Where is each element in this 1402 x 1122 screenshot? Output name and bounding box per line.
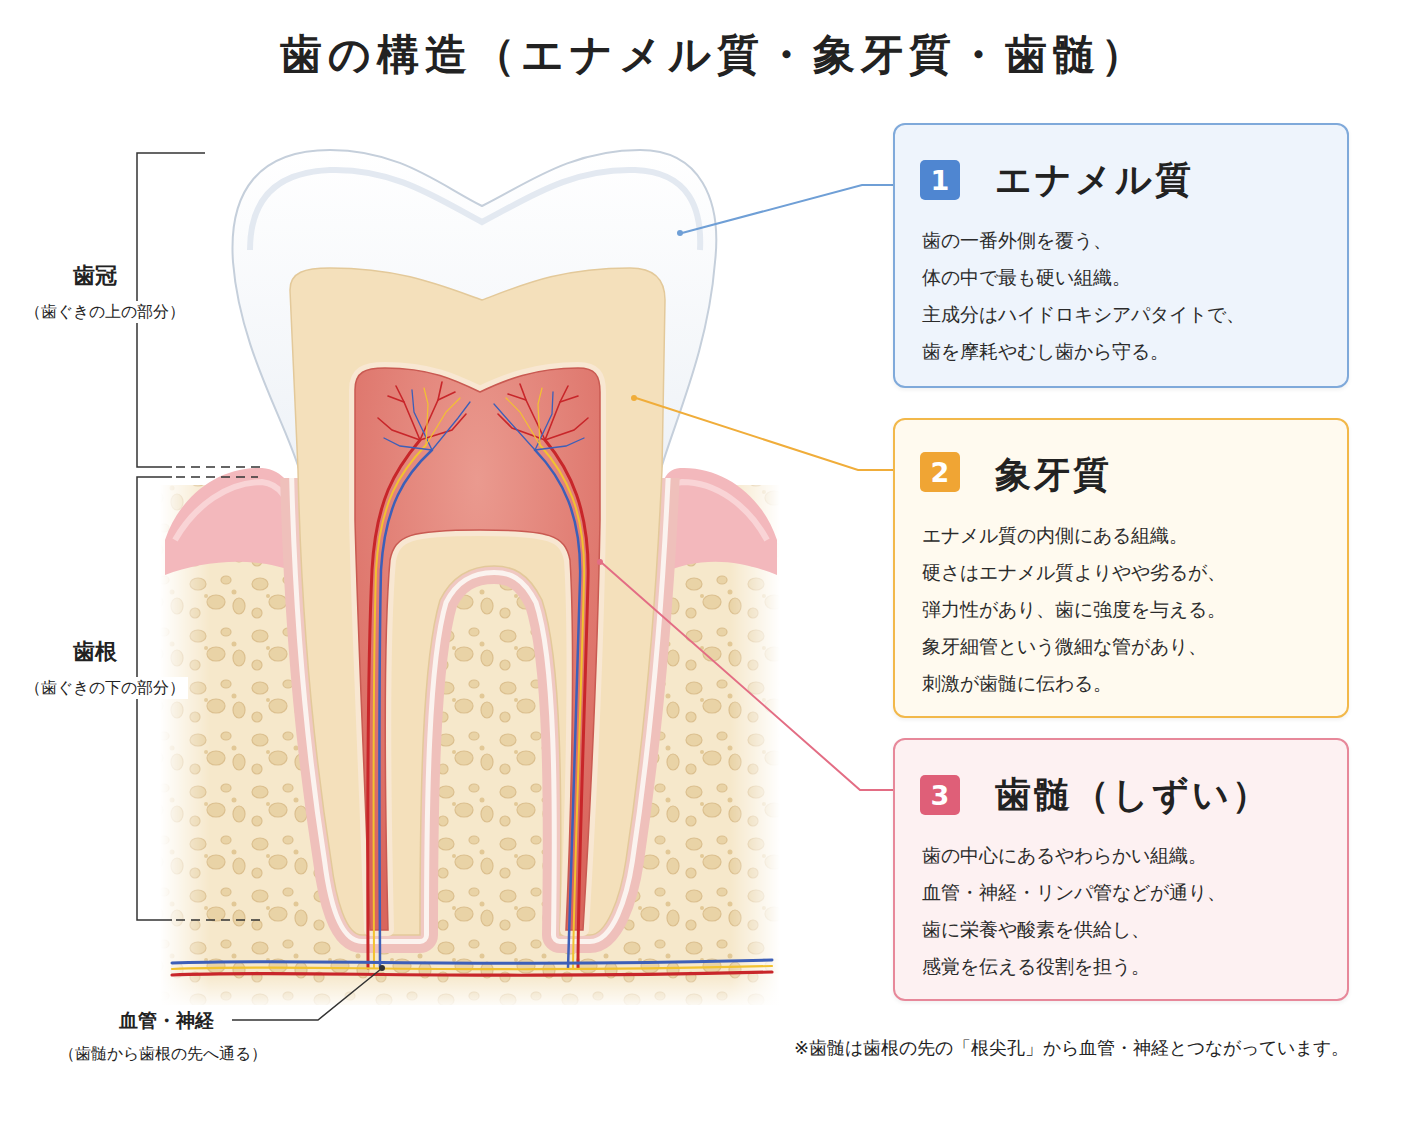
region-label: 歯冠 [70, 261, 120, 291]
periodontal-ligament [290, 478, 665, 935]
region-label: 血管・神経 [116, 1007, 217, 1033]
pulp [355, 368, 600, 930]
callout-box: 歯髄（しずい） 歯の中心にあるやわらかい組織。 血管・神経・リンパ管などが通り、 … [893, 738, 1349, 1001]
part-description: エナメル質の内側にある組織。 硬さはエナメル質よりやや劣るが、 弾力性があり、歯… [922, 517, 1258, 702]
region-note: （歯ぐきの下の部分） [22, 677, 188, 699]
leader-line [232, 185, 893, 1020]
enamel-shade [250, 170, 700, 250]
callout-number: 3 [931, 782, 950, 809]
region-note: （歯ぐきの上の部分） [22, 301, 188, 323]
callout-number-badge: 2 [920, 452, 960, 492]
region-note: （歯髄から歯根の先へ通る） [56, 1043, 270, 1065]
callout-number-badge: 1 [920, 160, 960, 200]
callout-number-badge: 3 [920, 775, 960, 815]
callout-number: 2 [931, 459, 950, 486]
callout-box: エナメル質歯の一番外側を覆う、 体の中で最も硬い組織。 主成分はハイドロキシアパ… [893, 123, 1349, 388]
region-label: 歯根 [70, 637, 120, 667]
part-heading: エナメル質 [995, 158, 1194, 202]
part-description: 歯の一番外側を覆う、 体の中で最も硬い組織。 主成分はハイドロキシアパタイトで、… [922, 222, 1258, 370]
leader-dot [379, 230, 683, 971]
part-description: 歯の中心にあるやわらかい組織。 血管・神経・リンパ管などが通り、 歯に栄養や酸素… [922, 837, 1258, 985]
footnote: ※歯髄は歯根の先の「根尖孔」から血管・神経とつながっています。 [791, 1036, 1352, 1060]
callout-box: 象牙質エナメル質の内側にある組織。 硬さはエナメル質よりやや劣るが、 弾力性があ… [893, 418, 1349, 718]
part-heading: 象牙質 [995, 453, 1112, 497]
region-bracket [137, 153, 262, 920]
dentin [290, 268, 665, 935]
callout-number: 1 [931, 167, 950, 194]
pulp-edge [355, 368, 600, 930]
jaw-vessels [172, 960, 772, 975]
part-heading: 歯髄（しずい） [995, 773, 1271, 817]
diagram-title: 歯の構造（エナメル質・象牙質・歯髄） [280, 28, 1149, 82]
bone-fade [160, 975, 780, 1010]
pulp-vessels [368, 382, 588, 968]
